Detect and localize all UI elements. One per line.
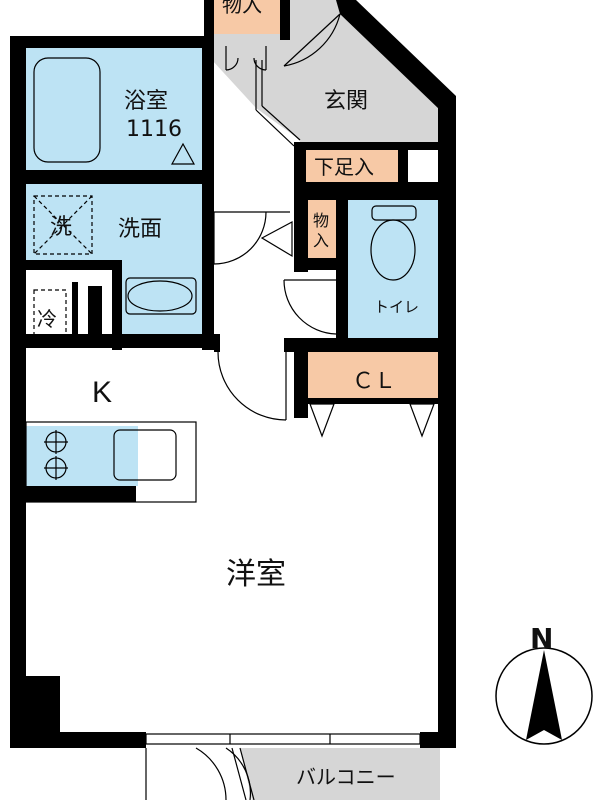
storage-top-fill	[214, 0, 280, 34]
label-bathroom-size: 1116	[126, 117, 182, 142]
fixtures	[25, 13, 435, 800]
label-storage-small-2: 入	[313, 231, 329, 250]
label-storage-small-1: 物	[313, 211, 329, 230]
toilet-fill	[348, 200, 438, 338]
label-north: N	[530, 622, 553, 655]
washroom-fill	[26, 184, 202, 260]
label-entrance: 玄関	[324, 89, 368, 114]
closet-fill	[308, 352, 438, 398]
label-washroom: 洗面	[118, 217, 162, 242]
balcony-fill	[240, 748, 440, 800]
label-toilet: トイレ	[374, 298, 419, 316]
compass-icon: N	[495, 622, 593, 745]
label-western-room: 洋室	[226, 557, 286, 592]
label-fridge: 冷	[37, 307, 57, 331]
label-kitchen: K	[92, 376, 112, 409]
label-balcony: バルコニー	[296, 765, 396, 789]
washroom-fill-lower	[120, 260, 202, 334]
label-washer: 洗	[50, 215, 72, 240]
walls	[10, 0, 456, 748]
label-bathroom-name: 浴室	[124, 89, 168, 114]
kitchen-counter-fill	[26, 426, 138, 486]
label-shoe-cabinet: 下足入	[314, 155, 374, 179]
bathroom-fill	[26, 48, 202, 170]
small-storage-fill	[308, 200, 336, 258]
shoe-cabinet-fill	[306, 148, 398, 182]
label-storage-top: 物入	[222, 0, 262, 17]
label-closet: ＣＬ	[352, 369, 396, 394]
